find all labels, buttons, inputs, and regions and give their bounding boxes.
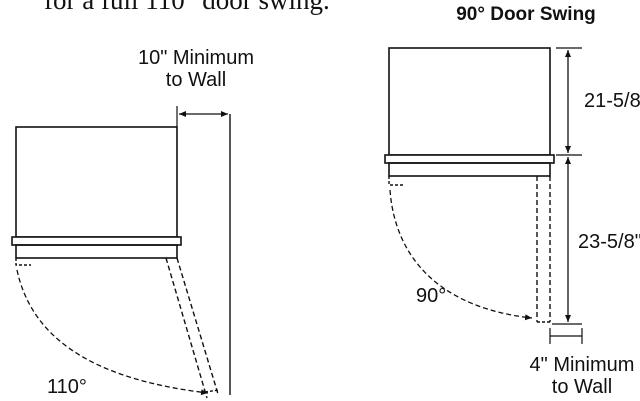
right-cabinet-trim xyxy=(384,154,555,164)
left-cabinet-trim xyxy=(11,236,182,246)
left-open-door-edge-outer xyxy=(165,257,208,399)
left-swing-arc xyxy=(16,269,209,396)
left-door xyxy=(15,244,178,259)
right-clearance-label-line2: to Wall xyxy=(552,376,612,398)
left-open-door-edge-inner xyxy=(176,257,219,395)
left-diagram-110: 10" Minimum to Wall 110° xyxy=(11,47,254,399)
right-cabinet-body xyxy=(388,47,551,156)
left-clearance-label-line1: 10" Minimum xyxy=(138,47,254,69)
left-handle-mark xyxy=(15,258,31,266)
right-diagram-90: 90° Door Swing 21-5/8" 23-5/8" 90° 4" Mi… xyxy=(384,4,640,398)
right-lower-dimension-label: 23-5/8" xyxy=(578,231,640,253)
right-upper-dimension-label: 21-5/8" xyxy=(584,90,640,112)
right-swing-arc xyxy=(389,189,533,321)
right-angle-label: 90° xyxy=(416,285,446,307)
right-clearance-label-line1: 4" Minimum xyxy=(530,354,635,376)
right-door xyxy=(388,162,551,177)
left-cabinet-body xyxy=(15,126,178,238)
right-diagram-title: 90° Door Swing xyxy=(456,4,596,25)
left-angle-label: 110° xyxy=(47,376,87,398)
intro-text: for a full 110° door swing. xyxy=(44,0,330,15)
right-handle-mark xyxy=(388,176,404,186)
left-clearance-label-line2: to Wall xyxy=(166,69,226,91)
